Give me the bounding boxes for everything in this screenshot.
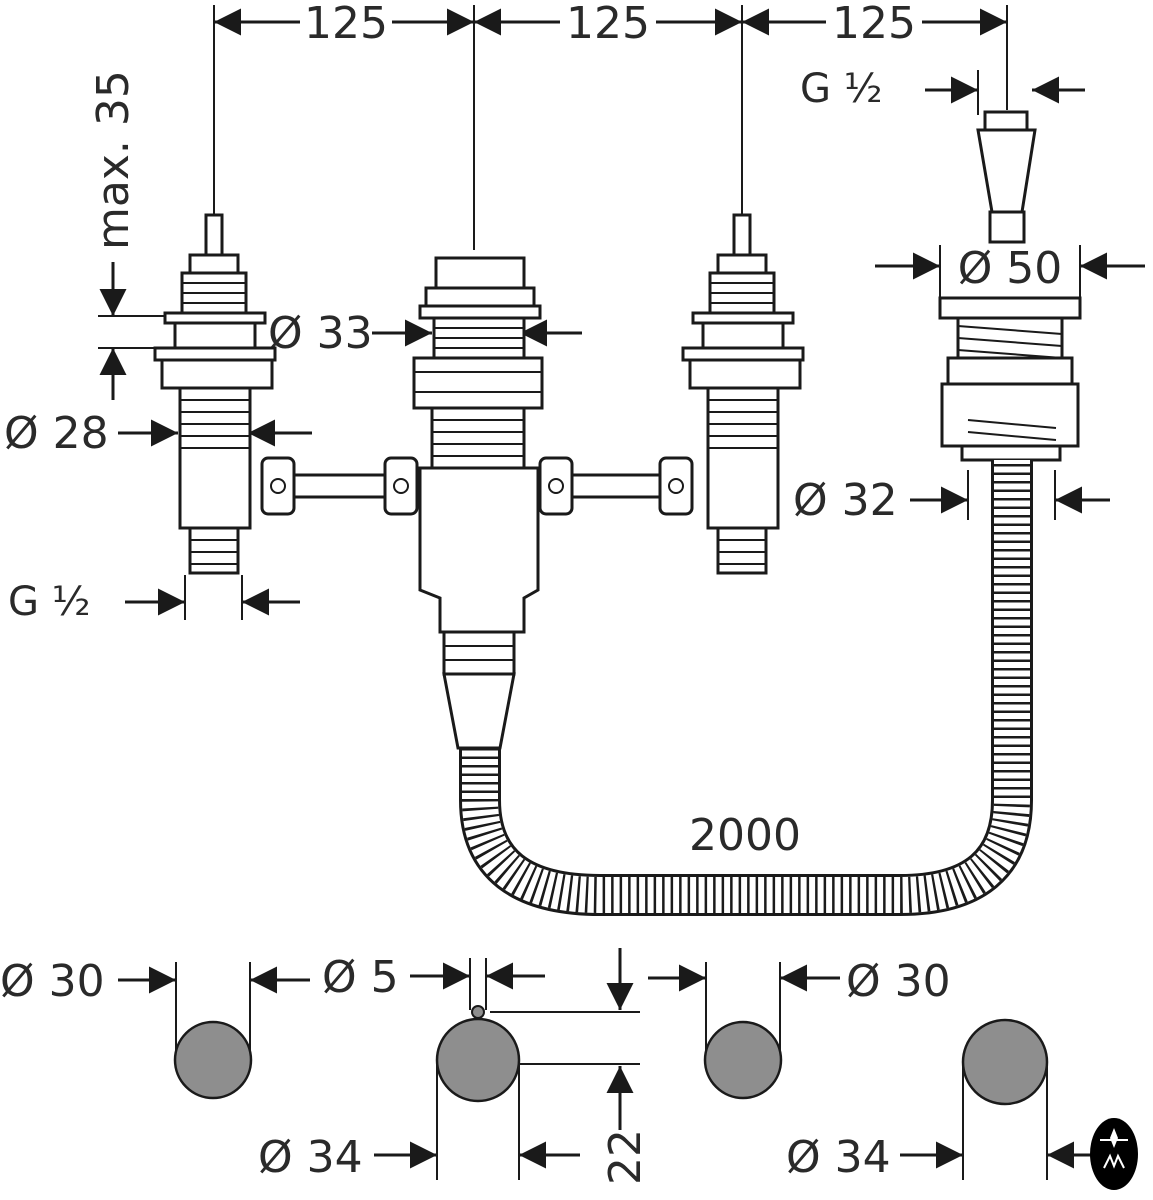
shower-hose: [459, 460, 1033, 916]
thread-bottom-label: G ½: [8, 579, 90, 625]
dia-32-dimension: Ø 32: [793, 470, 1110, 526]
max-height-dimension: max. 35: [88, 70, 200, 400]
brand-badge-icon: [1090, 1118, 1138, 1190]
mount-hole-4: [961, 1018, 1049, 1106]
hose-length-label: 2000: [689, 810, 801, 861]
connecting-pipes: [260, 456, 694, 516]
dia-50-dimension: Ø 50: [875, 243, 1145, 298]
center-diverter: [412, 256, 544, 750]
dia-33-label: Ø 33: [268, 308, 373, 359]
right-valve: [681, 213, 805, 575]
mount-hole-3: [703, 1020, 783, 1100]
hole-dia-30-right-label: Ø 30: [846, 956, 951, 1007]
hole-dia-30-left-label: Ø 30: [0, 956, 105, 1007]
dia-28-label: Ø 28: [4, 408, 109, 459]
max-height-label: max. 35: [88, 70, 139, 250]
hole-pattern: Ø 30 Ø 5 22 Ø 34 Ø 30 Ø 34: [0, 948, 1105, 1185]
thread-top-dimension: G ½: [800, 66, 1085, 115]
dia-33-dimension: Ø 33: [268, 308, 582, 359]
spacing-label-3: 125: [832, 0, 916, 49]
hole-dia-34-left-label: Ø 34: [258, 1132, 363, 1183]
left-valve: [153, 213, 277, 575]
mount-hole-2: [435, 1017, 521, 1103]
thread-bottom-dimension: G ½: [8, 575, 300, 625]
hole-dia-5-label: Ø 5: [322, 952, 399, 1003]
hole-offset-22-label: 22: [600, 1129, 651, 1185]
spacing-label-2: 125: [566, 0, 650, 49]
hole-dia-34-right-label: Ø 34: [786, 1132, 891, 1183]
pin-hole: [471, 1005, 485, 1019]
mount-hole-1: [173, 1020, 253, 1100]
thread-top-label: G ½: [800, 66, 882, 112]
dia-50-label: Ø 50: [958, 243, 1063, 294]
top-spacing-dimension: 125 125 125: [213, 0, 1008, 250]
spacing-label-1: 125: [304, 0, 388, 49]
dia-32-label: Ø 32: [793, 475, 898, 526]
dia-28-dimension: Ø 28: [4, 408, 312, 459]
